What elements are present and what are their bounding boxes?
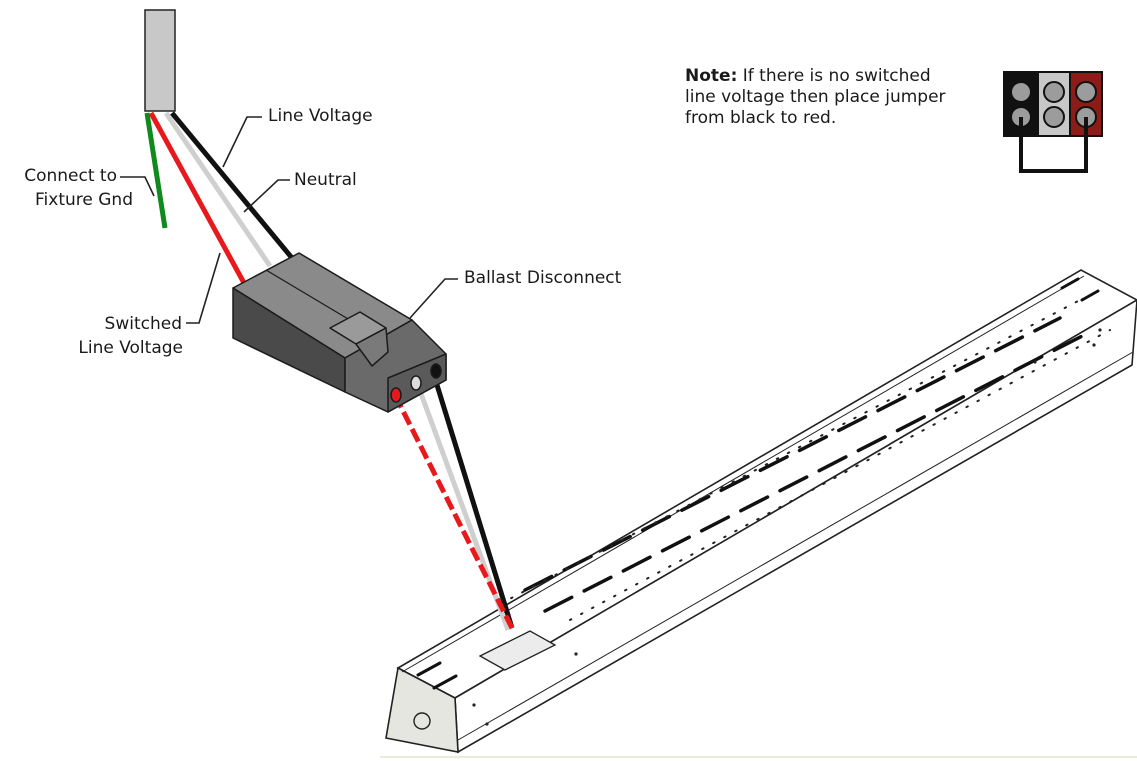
note-heading: Note:	[685, 66, 738, 86]
fixture-lip	[401, 275, 1085, 673]
leader-ground	[120, 176, 155, 197]
leader-ballast	[409, 278, 458, 319]
red-socket-icon	[390, 387, 402, 403]
label-switched-line-voltage: Line Voltage	[78, 338, 183, 358]
neutral-wire	[163, 111, 273, 268]
leader-line-voltage	[222, 116, 262, 168]
switched-wire	[148, 111, 247, 285]
ballast-disconnect-connector	[232, 252, 447, 413]
fixture-rim	[457, 351, 1134, 741]
label-switched: Switched	[104, 314, 182, 334]
label-fixture-gnd: Fixture Gnd	[35, 190, 133, 210]
black-socket-icon	[430, 363, 442, 379]
note-line-2: line voltage then place jumper	[685, 87, 946, 107]
white-socket-icon	[410, 375, 422, 391]
jumper-wire	[1019, 117, 1088, 173]
hot-wire	[170, 111, 294, 260]
ground-wire	[144, 112, 168, 229]
switched-wire-to-fixture	[392, 393, 517, 634]
end-cap-knockout-icon	[413, 712, 431, 730]
cable-jacket	[144, 9, 176, 112]
note-line-3: from black to red.	[685, 108, 837, 128]
fixture-screws	[472, 328, 1102, 726]
wire-access-plate	[478, 630, 557, 671]
fixture-end-slots	[416, 277, 1100, 690]
fixture-front-face	[454, 299, 1137, 754]
jumper-terminal-icon	[1003, 71, 1103, 173]
fixture-slots	[523, 316, 1092, 613]
label-neutral: Neutral	[294, 170, 357, 190]
leader-switched	[186, 252, 221, 324]
label-ballast-disconnect: Ballast Disconnect	[464, 268, 622, 288]
fixture-top-face	[396, 269, 1137, 699]
note-line-1: If there is no switched	[737, 66, 931, 86]
supply-cable	[144, 9, 294, 285]
hot-wire-to-fixture	[430, 371, 515, 629]
leader-lines	[120, 116, 458, 324]
fixture-wires	[392, 371, 517, 634]
light-fixture	[380, 269, 1137, 758]
leader-neutral	[243, 179, 290, 213]
connector-latch-tab	[355, 327, 389, 367]
label-connect-to: Connect to	[24, 166, 117, 186]
jumper-note: Note: If there is no switched line volta…	[685, 66, 975, 129]
fixture-perforations	[499, 299, 1111, 621]
label-line-voltage: Line Voltage	[268, 106, 373, 126]
